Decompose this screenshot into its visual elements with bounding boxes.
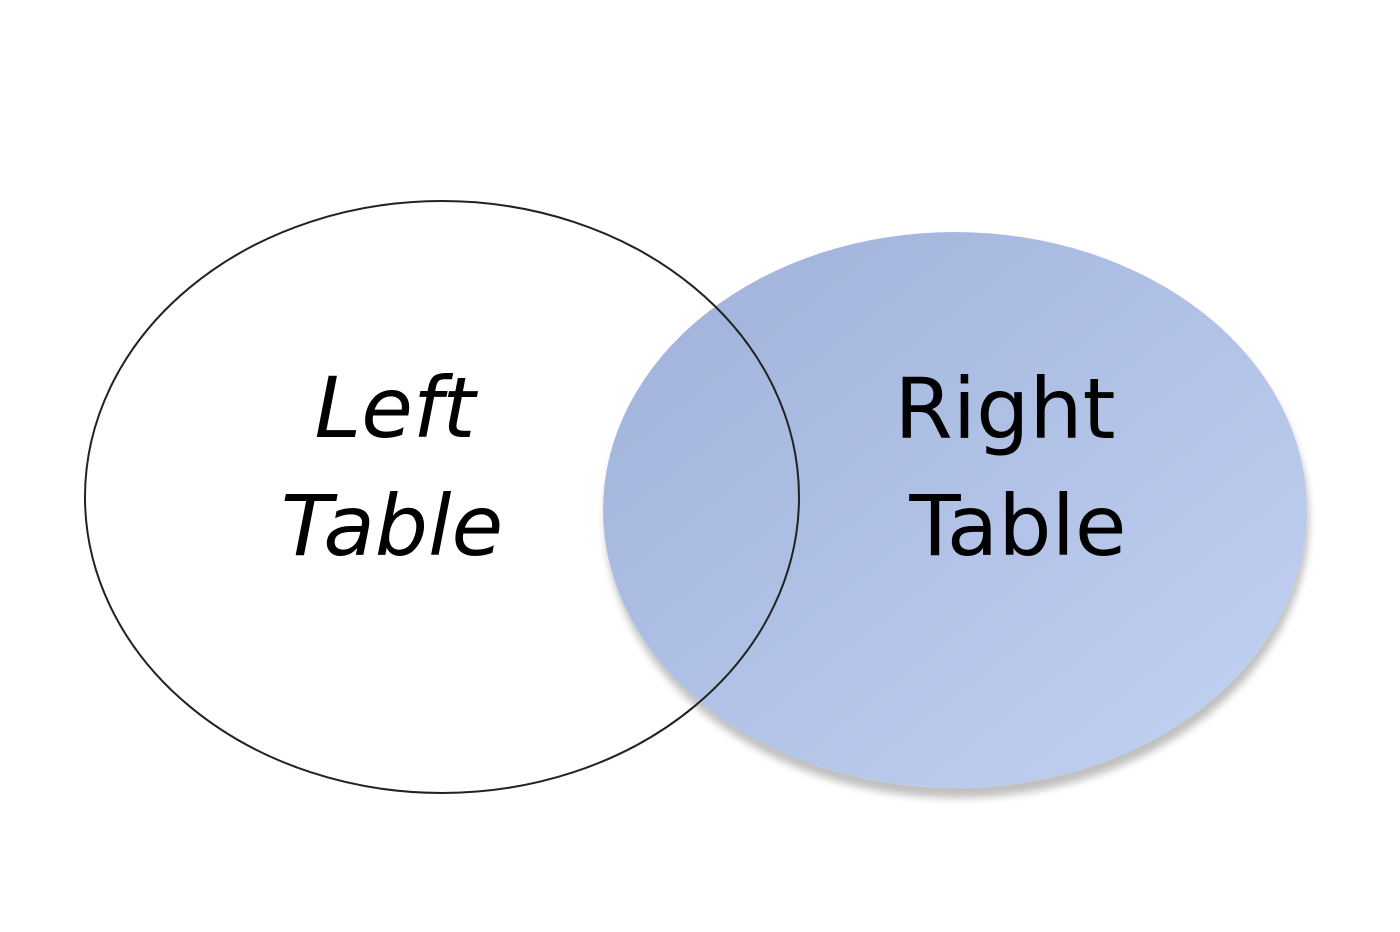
right-table-label-line1: Right bbox=[894, 360, 1115, 458]
left-table-label-line2: Table bbox=[281, 477, 503, 575]
right-table-circle bbox=[603, 232, 1307, 788]
left-table-label-line1: Left bbox=[315, 359, 479, 457]
right-table-label-line2: Table bbox=[908, 477, 1126, 575]
left-table-circle bbox=[84, 200, 800, 794]
